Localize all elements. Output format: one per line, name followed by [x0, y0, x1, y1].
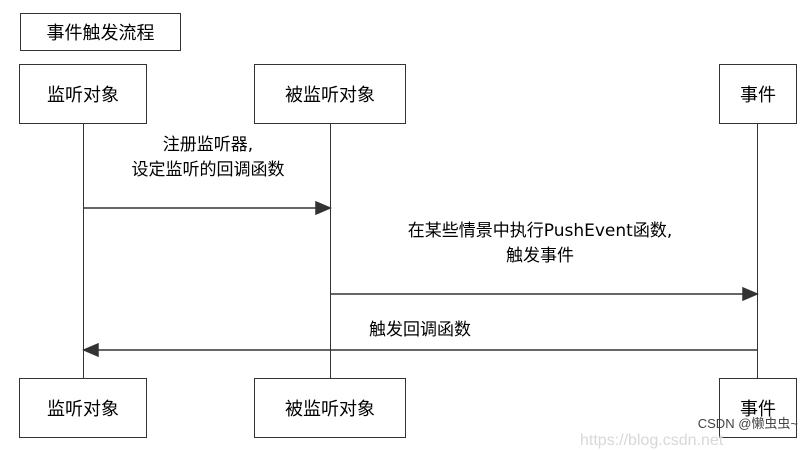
actor-listened-bottom: 被监听对象 [254, 378, 406, 438]
actor-listened-top: 被监听对象 [254, 64, 406, 124]
actor-listener-top: 监听对象 [19, 64, 147, 124]
actor-event-top: 事件 [719, 64, 797, 124]
arrowhead-register [315, 200, 332, 216]
arrowhead-push-event [742, 286, 759, 302]
lifeline-listener [83, 124, 84, 378]
actor-listener-bottom: 监听对象 [19, 378, 147, 438]
message-register-label: 注册监听器, 设定监听的回调函数 [108, 133, 308, 183]
message-push-line2: 触发事件 [506, 246, 574, 266]
csdn-watermark: CSDN @懒虫虫~ [697, 416, 798, 431]
message-callback-line1: 触发回调函数 [369, 320, 471, 340]
arrowhead-callback [82, 342, 99, 358]
diagram-title: 事件触发流程 [20, 13, 181, 51]
message-register-line2: 设定监听的回调函数 [131, 160, 285, 180]
message-push-line1: 在某些情景中执行PushEvent函数, [407, 221, 673, 241]
lifeline-event [757, 124, 758, 378]
lifeline-listened [330, 124, 331, 378]
message-push-label: 在某些情景中执行PushEvent函数, 触发事件 [360, 219, 720, 269]
faint-watermark: https://blog.csdn.net [580, 432, 724, 449]
message-callback-label: 触发回调函数 [350, 318, 490, 343]
message-register-line1: 注册监听器, [162, 135, 254, 155]
actor-event-bottom: 事件 [719, 378, 797, 438]
